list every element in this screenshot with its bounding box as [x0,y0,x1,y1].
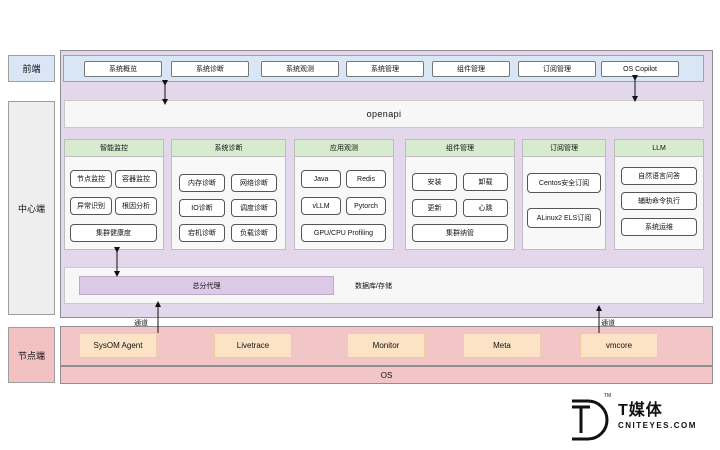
group-system-diagnosis: 系统诊断 内存诊断 网络诊断 IO诊断 调度诊断 宕机诊断 负载诊断 [171,139,286,250]
group-title: 应用观测 [295,140,393,157]
agent-monitor: Monitor [347,333,425,358]
group-component-mgmt: 组件管理 安装 卸载 更新 心跳 集群纳管 [405,139,515,250]
watermark-brand-cn: T媒体 [618,402,663,419]
item-uninstall: 卸载 [463,173,508,191]
item-load-diagnosis: 负载诊断 [231,224,277,242]
storage-label: 数据库/存储 [355,283,392,290]
front-tab-observation: 系统观测 [261,61,339,77]
item-network-diagnosis: 网络诊断 [231,174,277,192]
item-install: 安装 [412,173,457,191]
group-title: 系统诊断 [172,140,285,157]
item-system-ops: 系统运维 [621,218,697,236]
watermark-brand-en: CNITEYES.COM [618,421,697,430]
group-app-observation: 应用观测 Java Redis vLLM Pytorch GPU/CPU Pro… [294,139,394,250]
agent-livetrace: Livetrace [214,333,292,358]
proxy-box: 总分代理 [79,276,334,295]
item-centos-subscription: Centos安全订阅 [527,173,601,193]
watermark-tm: TM [604,393,612,399]
group-title: 组件管理 [406,140,514,157]
front-tab-os-copilot: OS Copilot [601,61,679,77]
item-heartbeat: 心跳 [463,199,508,217]
front-tab-overview: 系统概览 [84,61,162,77]
item-alinux2-els-subscription: ALinux2 ELS订阅 [527,208,601,228]
item-root-cause: 根因分析 [115,197,157,215]
row-label-node: 节点端 [8,327,55,383]
front-tab-subscription: 订阅管理 [518,61,596,77]
item-cluster-manage: 集群纳管 [412,224,508,242]
agent-sysom: SysOM Agent [79,333,157,358]
group-llm: LLM 自然语言问答 辅助命令执行 系统运维 [614,139,704,250]
item-io-diagnosis: IO诊断 [179,199,225,217]
item-crash-diagnosis: 宕机诊断 [179,224,225,242]
item-memory-diagnosis: 内存诊断 [179,174,225,192]
item-assisted-command: 辅助命令执行 [621,192,697,210]
os-band: OS [60,366,713,384]
group-smart-monitoring: 智能监控 节点监控 容器监控 异常识别 根因分析 集群健康度 [64,139,164,250]
item-container-monitor: 容器监控 [115,170,157,188]
front-tab-diagnosis: 系统诊断 [171,61,249,77]
item-gpu-cpu-profiling: GPU/CPU Profiling [301,224,386,242]
item-anomaly-detect: 异常识别 [70,197,112,215]
front-tab-system-mgmt: 系统管理 [346,61,424,77]
agent-meta: Meta [463,333,541,358]
front-tab-component-mgmt: 组件管理 [432,61,510,77]
item-redis: Redis [346,170,386,188]
item-nl-qa: 自然语言问答 [621,167,697,185]
openapi-layer: openapi [64,100,704,128]
channel-label-right: 通道 [601,320,615,327]
item-scheduling-diagnosis: 调度诊断 [231,199,277,217]
group-title: 订阅管理 [523,140,605,157]
group-subscription-mgmt: 订阅管理 Centos安全订阅 ALinux2 ELS订阅 [522,139,606,250]
item-pytorch: Pytorch [346,197,386,215]
item-update: 更新 [412,199,457,217]
item-java: Java [301,170,341,188]
group-title: 智能监控 [65,140,163,157]
group-title: LLM [615,140,703,157]
item-vllm: vLLM [301,197,341,215]
channel-label-left: 通道 [134,320,148,327]
row-label-center: 中心端 [8,101,55,315]
agent-vmcore: vmcore [580,333,658,358]
item-cluster-health: 集群健康度 [70,224,157,242]
row-label-front: 前端 [8,55,55,82]
item-node-monitor: 节点监控 [70,170,112,188]
watermark-logo-icon [572,399,609,441]
